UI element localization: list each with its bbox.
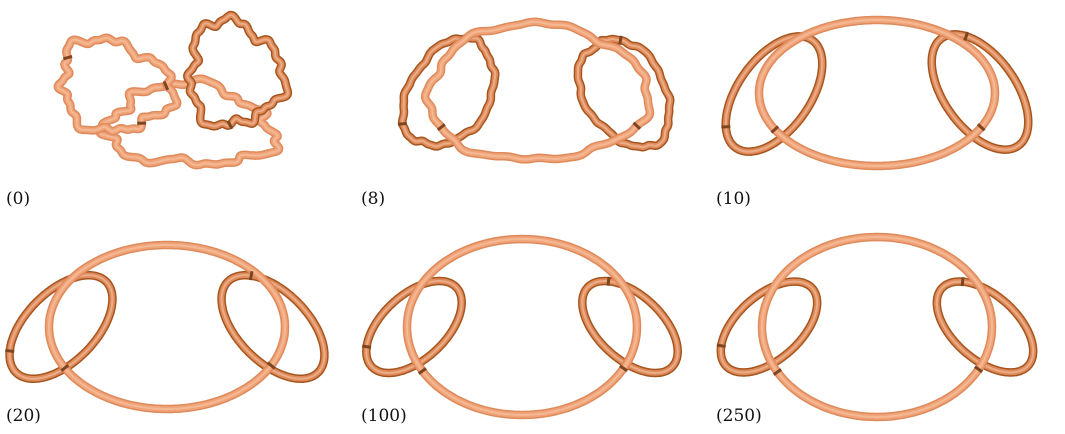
panel-3: (20) xyxy=(0,217,355,434)
knot-strand-c-tube-highlight xyxy=(98,77,281,167)
knot-right-lobe-marker-band-0 xyxy=(963,31,970,41)
knot-strand-a-tube-highlight xyxy=(56,36,179,133)
knot-drawing-3 xyxy=(5,240,329,414)
knot-right-lobe-tube-highlight xyxy=(581,280,679,374)
knot-left-lobe-marker-band-0 xyxy=(716,343,726,349)
knot-right-lobe-tube-highlight xyxy=(935,280,1035,374)
knot-right-lobe-marker-band-0 xyxy=(960,277,965,287)
knot-strand-b-tube-core xyxy=(184,12,291,130)
knot-right-lobe-tube-highlight xyxy=(930,33,1030,151)
knot-central-loop-tube-highlight xyxy=(424,20,651,161)
knot-strand-b-tube-highlight xyxy=(186,14,289,128)
knot-central-loop-marker-band-0 xyxy=(973,365,984,374)
panel-4: (100) xyxy=(355,217,710,434)
panel-label-1: (8) xyxy=(361,189,386,209)
knot-left-lobe-tube-highlight xyxy=(365,280,463,374)
knot-drawing-2 xyxy=(721,15,1033,171)
knot-left-lobe-tube-highlight xyxy=(8,274,114,380)
knot-central-loop-marker-band-1 xyxy=(436,123,446,132)
knot-central-loop-marker-band-0 xyxy=(976,123,986,132)
knot-right-lobe-marker-band-0 xyxy=(606,276,611,286)
knot-central-loop-tube-highlight xyxy=(406,238,638,416)
panel-label-3: (20) xyxy=(6,406,41,426)
knot-drawing-0 xyxy=(53,10,293,170)
panel-0: (0) xyxy=(0,0,355,217)
knot-drawing-5 xyxy=(716,232,1038,422)
knot-left-lobe-tube-highlight xyxy=(724,35,824,153)
knot-left-lobe-tube-highlight xyxy=(719,280,819,374)
knot-strand-a-marker-band-1 xyxy=(62,54,73,61)
panel-label-0: (0) xyxy=(6,189,31,209)
panel-1: (8) xyxy=(355,0,710,217)
knot-left-lobe-marker-band-0 xyxy=(397,121,408,126)
knot-central-loop-tube-highlight xyxy=(758,19,996,167)
panel-label-5: (250) xyxy=(716,406,762,426)
knot-central-loop-marker-band-1 xyxy=(417,367,427,375)
knot-central-loop-marker-band-0 xyxy=(619,364,629,373)
knot-central-loop-tube-highlight xyxy=(761,236,993,418)
knot-right-lobe-marker-band-0 xyxy=(618,35,623,45)
knot-central-loop-marker-band-0 xyxy=(632,121,642,130)
knot-strand-c-marker-band-0 xyxy=(162,80,170,91)
knot-central-loop-marker-band-0 xyxy=(266,361,276,370)
knot-right-lobe-tube-highlight xyxy=(220,274,326,380)
knot-left-lobe-tube-highlight xyxy=(401,37,497,148)
knot-central-loop-tube-highlight xyxy=(48,244,286,410)
panel-5: (250) xyxy=(710,217,1065,434)
knot-strand-b-marker-band-0 xyxy=(226,120,234,130)
knot-drawing-4 xyxy=(361,234,682,420)
knot-central-loop-marker-band-1 xyxy=(60,364,70,372)
knot-central-loop-marker-band-1 xyxy=(772,368,782,376)
knot-left-lobe-marker-band-0 xyxy=(5,348,15,353)
panel-2: (10) xyxy=(710,0,1065,217)
knot-right-lobe-tube-highlight xyxy=(576,38,672,149)
knot-central-loop-marker-band-1 xyxy=(770,125,780,134)
knot-left-lobe-marker-band-0 xyxy=(361,344,372,349)
panel-label-2: (10) xyxy=(716,189,751,209)
knot-right-lobe-marker-band-0 xyxy=(249,271,254,281)
panel-label-4: (100) xyxy=(361,406,407,426)
knot-drawing-1 xyxy=(397,17,675,164)
